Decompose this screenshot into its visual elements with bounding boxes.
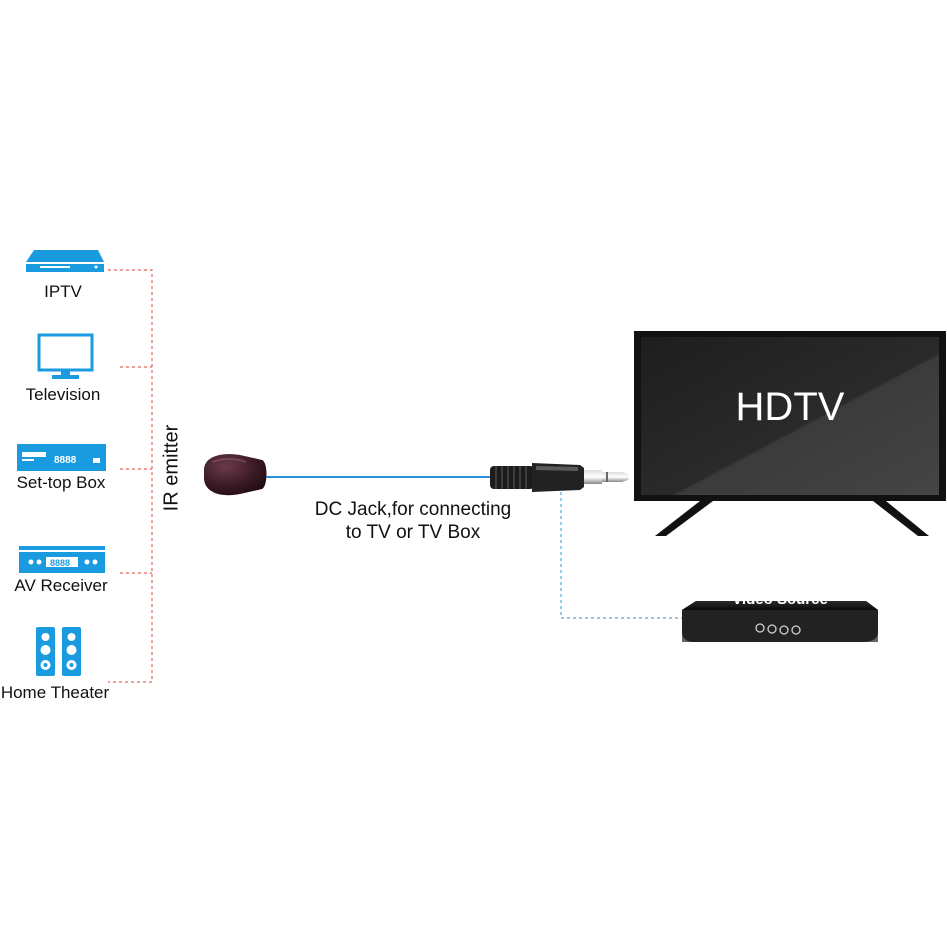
dc-jack-plug [490, 463, 630, 492]
blue-dashed-connector [560, 492, 682, 619]
cable-caption-line1: DC Jack,for connecting [314, 499, 512, 520]
device-label-home-theater: Home Theater [0, 683, 110, 702]
cable-caption: DC Jack,for connecting to TV or TV Box [288, 498, 538, 544]
video-source-label: Video Source [732, 591, 828, 608]
svg-text:8888: 8888 [54, 455, 77, 466]
ir-emitter-label: IR emitter [160, 424, 183, 512]
hdtv [634, 331, 946, 536]
hdtv-label: HDTV [735, 385, 845, 429]
device-label-television: Television [25, 385, 101, 404]
red-dashed-connector [108, 269, 153, 683]
iptv-box-icon [26, 250, 104, 272]
svg-text:8888: 8888 [50, 558, 70, 568]
device-label-av-receiver: AV Receiver [14, 576, 108, 595]
device-label-iptv: IPTV [44, 282, 82, 301]
av-receiver-icon: 8888 [19, 546, 105, 573]
ir-emitter-head [204, 454, 267, 496]
speakers-icon [36, 627, 81, 676]
device-label-set-top-box: Set-top Box [16, 473, 106, 492]
set-top-box-icon: 8888 [17, 444, 106, 471]
video-source-box [682, 601, 878, 642]
cable-caption-line2: to TV or TV Box [345, 522, 481, 543]
monitor-icon [37, 333, 94, 379]
